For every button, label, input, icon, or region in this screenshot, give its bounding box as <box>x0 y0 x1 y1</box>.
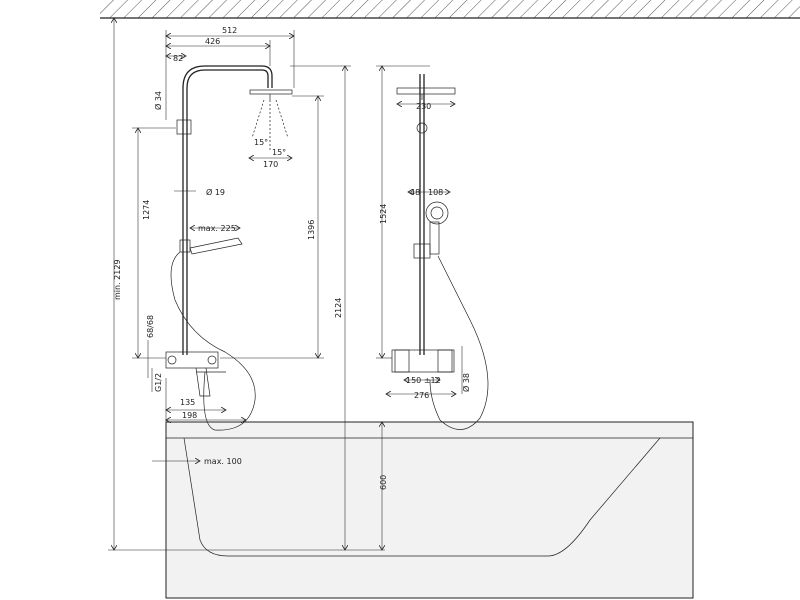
dim-g12: G1/2 <box>154 373 163 392</box>
right-dimensions <box>376 66 463 550</box>
dim-1396: 1396 <box>307 220 316 240</box>
dim-225: max. 225 <box>198 224 236 233</box>
right-labels: 230 1524 48 108 150 ±12 276 Ø 38 600 <box>379 102 471 490</box>
dim-48: 48 <box>410 188 420 197</box>
left-dimensions <box>108 18 385 550</box>
dim-276: 276 <box>414 391 429 400</box>
dim-15b: 15° <box>272 148 286 157</box>
dim-d19: Ø 19 <box>206 187 225 197</box>
dim-82: 82 <box>173 54 183 63</box>
side-view-shower <box>165 65 293 431</box>
ceiling <box>100 0 800 19</box>
dim-2124: 2124 <box>334 298 343 318</box>
dim-426: 426 <box>205 37 220 46</box>
dim-15a: 15° <box>254 138 268 147</box>
dim-1274: 1274 <box>142 200 151 220</box>
dim-d34: Ø 34 <box>153 91 163 110</box>
dim-68: 68/68 <box>146 315 155 338</box>
dim-600: 600 <box>379 475 388 490</box>
dim-198: 198 <box>182 411 197 420</box>
dim-230: 230 <box>416 102 431 111</box>
dim-room: min. 2129 <box>113 259 122 300</box>
dim-1524: 1524 <box>379 204 388 224</box>
dim-512: 512 <box>222 26 237 35</box>
left-labels: 512 426 82 Ø 34 15° 15° 170 Ø 19 max. 22… <box>113 26 343 466</box>
dim-170: 170 <box>263 160 278 169</box>
dim-d38: Ø 38 <box>461 373 471 392</box>
dim-max100: max. 100 <box>204 457 242 466</box>
dim-108: 108 <box>428 188 443 197</box>
front-view-shower <box>391 74 489 430</box>
dim-150: 150 ±12 <box>406 376 441 385</box>
bathtub <box>165 421 694 599</box>
dim-135: 135 <box>180 398 195 407</box>
